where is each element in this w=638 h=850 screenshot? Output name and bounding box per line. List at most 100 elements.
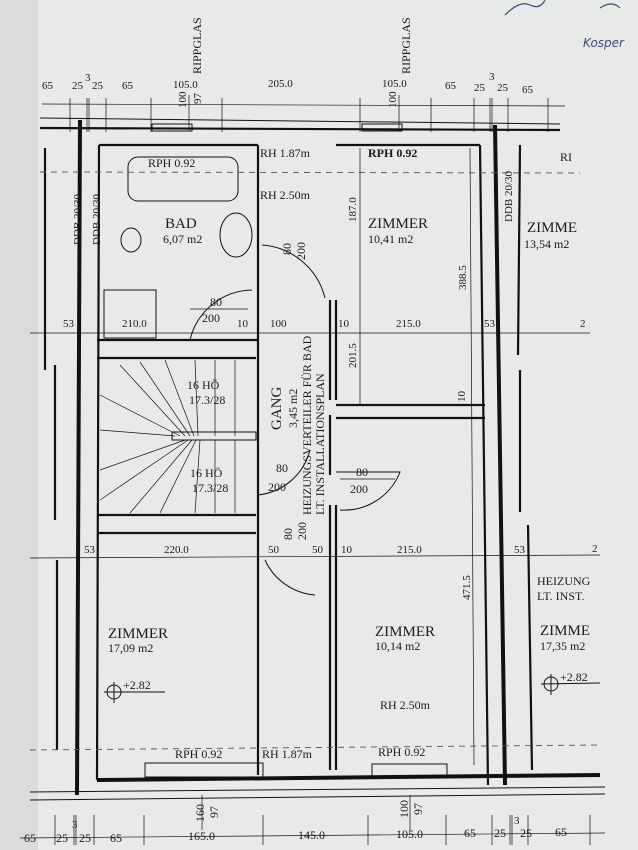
dim: 50	[268, 544, 280, 556]
door-width: 80	[356, 465, 368, 479]
dim: 10	[456, 391, 468, 403]
handwritten-scribble	[504, 0, 621, 16]
dim: 25	[474, 82, 486, 94]
walls	[29, 117, 606, 801]
dim: 65	[122, 80, 134, 92]
dim: 25	[520, 826, 532, 840]
door-width: 80	[276, 461, 288, 475]
dim: 65	[555, 825, 567, 839]
room-area: 17,35 m2	[540, 639, 585, 653]
level-label: +2.82	[560, 670, 588, 684]
dim: 65	[464, 826, 476, 840]
dim: 53	[84, 544, 96, 556]
heating-note: HEIZUNGSVERTEILER FÜR BAD	[300, 335, 314, 515]
window-label: RIPPGLAS	[190, 17, 204, 74]
door-width: 80	[281, 528, 295, 540]
dim: 65	[522, 84, 534, 96]
dim: 201.5	[347, 343, 359, 368]
rh-label: RH 1.87m	[262, 747, 313, 761]
dim: 10	[237, 318, 249, 330]
room-area: 13,54 m2	[524, 237, 569, 251]
rph-label: RPH 0.92	[175, 747, 222, 761]
dim: 65	[24, 831, 36, 845]
dim: 187.0	[347, 197, 359, 222]
top-dimension-chain: 65 25 3 25 65 105.0 205.0 105.0 65 25 3 …	[41, 17, 566, 132]
window-height: 100	[397, 800, 411, 818]
level-label: +2.82	[123, 678, 151, 692]
door-height: 200	[350, 482, 368, 496]
dim-line	[29, 554, 601, 559]
dim: 3	[72, 819, 78, 831]
rph-label: RPH 0.92	[368, 146, 417, 160]
ddb-label: DDB 20/30	[72, 193, 84, 245]
dim: 165.0	[188, 829, 215, 843]
room-area: 6,07 m2	[163, 232, 202, 246]
dim: 3	[85, 72, 91, 84]
dim: 53	[514, 544, 526, 556]
dim: 215.0	[396, 318, 421, 330]
window-height: 100	[387, 91, 399, 108]
bottom-dimension-chain: 160 97 100 97 65 25 3 25 65 165.0 145.0 …	[19, 795, 606, 845]
door-height: 200	[202, 311, 220, 325]
rh-label: RH 1.87m	[260, 146, 311, 160]
room-name: ZIMME	[527, 220, 577, 236]
dim: 25	[92, 80, 104, 92]
room-area: 3,45 m2	[286, 389, 300, 428]
room-name: ZIMMER	[368, 216, 428, 232]
room-area: 10,41 m2	[368, 232, 413, 246]
dim: 25	[494, 826, 506, 840]
stair-ratio: 17.3/28	[192, 481, 228, 495]
stair-steps: 16 HÖ	[190, 466, 223, 480]
dim: 210.0	[122, 318, 147, 330]
dim: 25	[56, 831, 68, 845]
rh-label: RH 2.50m	[380, 698, 431, 712]
room-name: ZIMMER	[108, 626, 168, 642]
window-label: RIPPGLAS	[399, 17, 413, 74]
level-marker-icon	[104, 682, 165, 703]
window-height: 97	[411, 803, 425, 815]
dim: 25	[72, 80, 84, 92]
ceiling-line	[39, 171, 581, 174]
dim: 215.0	[397, 544, 422, 556]
dim: 25	[497, 82, 509, 94]
door-width: 80	[280, 243, 294, 255]
dim: 205.0	[268, 78, 293, 90]
dim: 105.0	[173, 79, 198, 91]
rph-label: RPH 0.92	[378, 745, 425, 759]
heating-note: HEIZUNG	[537, 574, 591, 588]
heating-note: LT. INSTALLATIONSPLAN	[313, 373, 327, 515]
room-name: ZIMMER	[375, 624, 435, 640]
heating-note: LT. INST.	[537, 589, 584, 603]
door-width: 80	[210, 295, 222, 309]
room-name: ZIMME	[540, 623, 590, 639]
dim: 3	[489, 71, 495, 83]
handwritten-note: Kosper	[583, 36, 625, 50]
room-name: GANG	[269, 387, 285, 430]
dim: 145.0	[298, 828, 325, 842]
dim: 388.5	[457, 265, 469, 290]
rph-label: RPH 0.92	[148, 156, 195, 170]
dim: 65	[42, 80, 54, 92]
room-area: 17,09 m2	[108, 641, 153, 655]
level-marker-icon	[540, 674, 601, 695]
dim: 53	[63, 318, 75, 330]
ceiling-line	[29, 744, 601, 751]
dim: 25	[79, 831, 91, 845]
window-height: 100	[177, 91, 189, 108]
dim: 10	[341, 544, 353, 556]
ddb-label: DDB 20/30	[503, 170, 515, 222]
dim-line	[469, 147, 475, 766]
dim: 105.0	[382, 78, 407, 90]
rh-label-cut: RI	[560, 150, 572, 164]
door-height: 200	[295, 522, 309, 540]
dim: 471.5	[461, 575, 473, 600]
dim: 100	[270, 318, 287, 330]
stair-steps: 16 HÖ	[187, 378, 220, 392]
dim: 10	[338, 318, 350, 330]
window-height: 97	[207, 806, 221, 818]
room-name: BAD	[165, 216, 197, 232]
window-height: 97	[192, 93, 204, 105]
dim: 2	[592, 543, 598, 555]
dim: 53	[484, 318, 496, 330]
